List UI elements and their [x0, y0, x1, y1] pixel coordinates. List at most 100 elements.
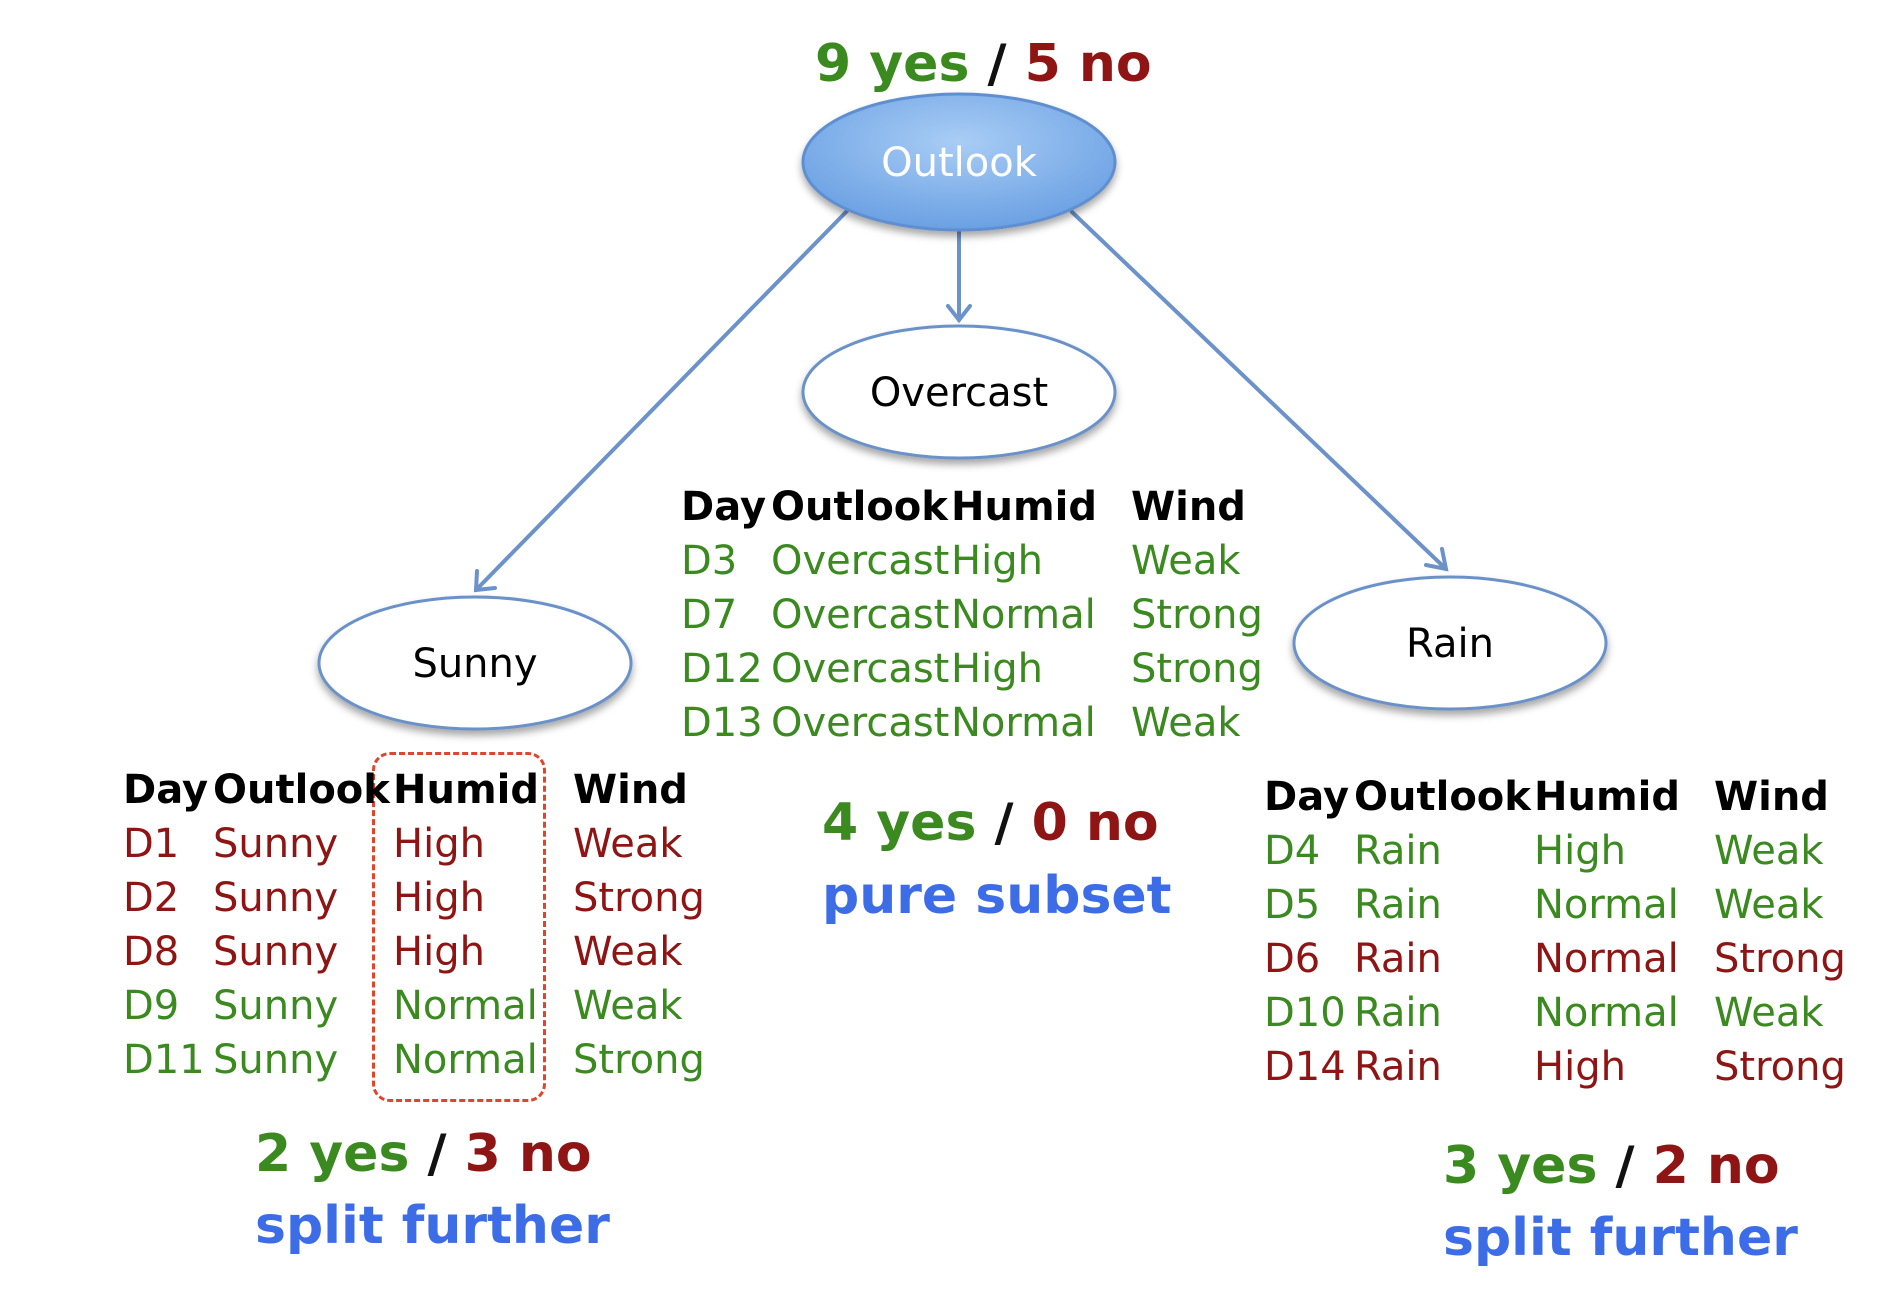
cell-outlook: Rain [1354, 990, 1442, 1036]
cell-wind: Strong [1714, 1044, 1846, 1090]
cell-humid: Normal [951, 700, 1096, 746]
cell-day: D9 [123, 983, 180, 1029]
cell-day: D1 [123, 821, 180, 867]
humid-column-highlight [372, 752, 546, 1102]
sunny-header-wind: Wind [573, 767, 688, 813]
table-row: D13 Overcast Normal Weak [681, 696, 1281, 750]
rain-header-day: Day [1264, 774, 1350, 820]
overcast-summary: 4 yes / 0 no [822, 797, 1159, 849]
cell-day: D8 [123, 929, 180, 975]
cell-outlook: Overcast [771, 538, 950, 584]
cell-outlook: Overcast [771, 700, 950, 746]
cell-wind: Strong [1131, 592, 1263, 638]
overcast-header-humid: Humid [951, 484, 1097, 530]
overcast-summary-yes: 4 yes [822, 793, 977, 853]
rain-subset-table: Day Outlook Humid Wind D4 Rain High Weak… [1264, 770, 1864, 1094]
sunny-summary: 2 yes / 3 no [255, 1128, 592, 1180]
rain-header-wind: Wind [1714, 774, 1829, 820]
root-summary-no: 5 no [1024, 34, 1152, 94]
cell-day: D14 [1264, 1044, 1346, 1090]
table-row: D10 Rain Normal Weak [1264, 986, 1864, 1040]
table-row: D5 Rain Normal Weak [1264, 878, 1864, 932]
cell-wind: Weak [573, 821, 683, 867]
edge-overcast-arrowhead [946, 304, 972, 324]
overcast-node-label: Overcast [870, 370, 1048, 416]
overcast-header-outlook: Outlook [771, 484, 948, 530]
cell-wind: Weak [1714, 990, 1824, 1036]
cell-day: D2 [123, 875, 180, 921]
rain-status-tag: split further [1443, 1208, 1798, 1268]
cell-outlook: Rain [1354, 882, 1442, 928]
cell-outlook: Overcast [771, 646, 950, 692]
overcast-summary-no: 0 no [1031, 793, 1159, 853]
cell-outlook: Sunny [213, 821, 339, 867]
rain-header-outlook: Outlook [1354, 774, 1531, 820]
cell-wind: Strong [573, 875, 705, 921]
table-row: D3 Overcast High Weak [681, 534, 1281, 588]
sunny-node-label: Sunny [412, 641, 537, 687]
tree-edges [473, 208, 1449, 593]
cell-wind: Weak [1131, 538, 1241, 584]
sunny-summary-no: 3 no [464, 1124, 592, 1184]
cell-humid: Normal [1534, 990, 1679, 1036]
sunny-header-humid: Humid [393, 767, 539, 813]
cell-day: D7 [681, 592, 738, 638]
cell-outlook: Sunny [213, 929, 339, 975]
cell-day: D10 [1264, 990, 1346, 1036]
rain-node: Rain [1292, 575, 1608, 711]
cell-outlook: Sunny [213, 1037, 339, 1083]
table-row: D9 Sunny Normal Weak [123, 979, 723, 1033]
rain-summary-yes: 3 yes [1443, 1136, 1598, 1196]
table-row: D6 Rain Normal Strong [1264, 932, 1864, 986]
edge-outlook-to-rain [1070, 210, 1448, 571]
overcast-summary-slash: / [994, 793, 1014, 853]
cell-day: D5 [1264, 882, 1321, 928]
sunny-header-day: Day [123, 767, 209, 813]
rain-node-label: Rain [1406, 621, 1494, 667]
cell-outlook: Rain [1354, 1044, 1442, 1090]
cell-humid: High [393, 929, 485, 975]
overcast-subset-table: Day Outlook Humid Wind D3 Overcast High … [681, 480, 1281, 750]
cell-humid: High [951, 646, 1043, 692]
cell-humid: High [951, 538, 1043, 584]
cell-humid: Normal [393, 983, 538, 1029]
cell-day: D12 [681, 646, 763, 692]
cell-wind: Weak [1714, 828, 1824, 874]
cell-humid: High [1534, 828, 1626, 874]
sunny-table-header-row: Day Outlook Humid Wind [123, 763, 723, 817]
table-row: D2 Sunny High Strong [123, 871, 723, 925]
overcast-header-day: Day [681, 484, 767, 530]
sunny-header-outlook: Outlook [213, 767, 390, 813]
table-row: D14 Rain High Strong [1264, 1040, 1864, 1094]
table-row: D1 Sunny High Weak [123, 817, 723, 871]
root-summary-slash: / [987, 34, 1007, 94]
cell-day: D11 [123, 1037, 205, 1083]
cell-wind: Weak [573, 983, 683, 1029]
cell-outlook: Sunny [213, 983, 339, 1029]
table-row: D4 Rain High Weak [1264, 824, 1864, 878]
table-row: D7 Overcast Normal Strong [681, 588, 1281, 642]
cell-humid: High [1534, 1044, 1626, 1090]
rain-summary-slash: / [1615, 1136, 1635, 1196]
cell-wind: Weak [1131, 700, 1241, 746]
overcast-status-tag: pure subset [822, 866, 1172, 926]
table-row: D11 Sunny Normal Strong [123, 1033, 723, 1087]
cell-wind: Weak [573, 929, 683, 975]
cell-humid: High [393, 875, 485, 921]
root-node-label: Outlook [881, 140, 1038, 186]
cell-humid: Normal [393, 1037, 538, 1083]
cell-outlook: Rain [1354, 936, 1442, 982]
cell-humid: Normal [951, 592, 1096, 638]
rain-summary-no: 2 no [1652, 1136, 1780, 1196]
root-node: Outlook [801, 92, 1117, 232]
edge-outlook-to-sunny [474, 208, 850, 592]
sunny-status-tag: split further [255, 1196, 610, 1256]
sunny-node: Sunny [317, 595, 633, 731]
overcast-table-header-row: Day Outlook Humid Wind [681, 480, 1281, 534]
sunny-summary-yes: 2 yes [255, 1124, 410, 1184]
cell-day: D4 [1264, 828, 1321, 874]
cell-outlook: Overcast [771, 592, 950, 638]
cell-day: D6 [1264, 936, 1321, 982]
rain-table-header-row: Day Outlook Humid Wind [1264, 770, 1864, 824]
